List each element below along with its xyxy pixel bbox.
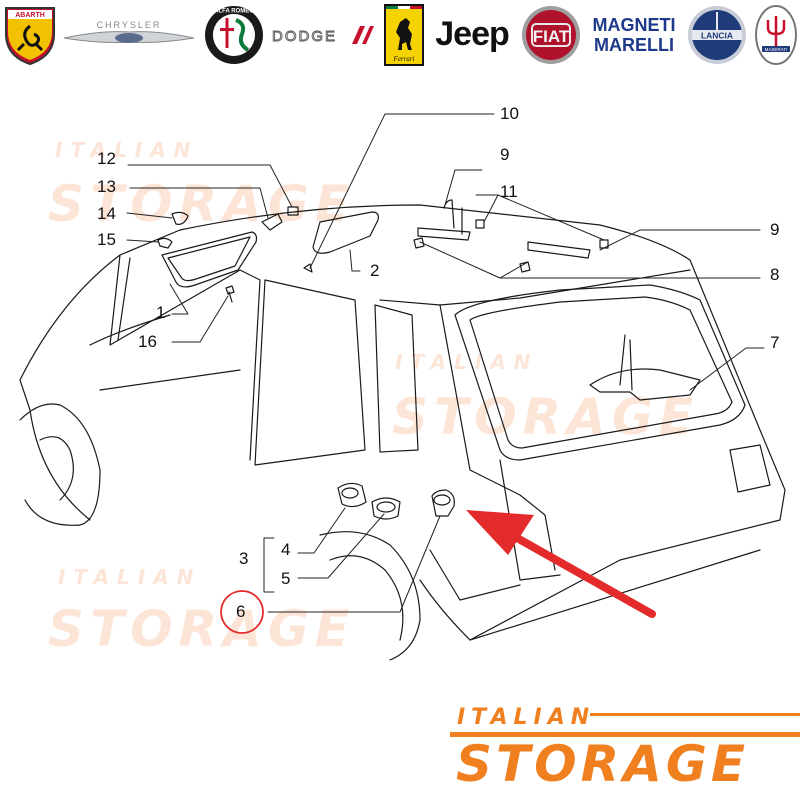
dodge-stripes-icon: DODGE [272,26,374,45]
jeep-logo: Jeep [430,10,514,58]
parcel-shelf-7 [589,334,701,401]
svg-text:FIAT: FIAT [533,27,570,46]
brand-logo-bar: ABARTH CHRYSLER ALFA ROMEO DODGE [0,0,800,70]
callout-15: 15 [97,230,116,249]
callout-13: 13 [97,177,116,196]
lamp-lens-5 [371,497,401,520]
clip-15 [157,237,173,249]
footer-logo-line2: STORAGE [456,735,750,793]
grab-handle-front [417,199,485,241]
callout-3: 3 [239,549,249,568]
magneti-marelli-logo: MAGNETI MARELLI [588,12,680,58]
svg-text:CHRYSLER: CHRYSLER [97,20,162,30]
footer-bar-top [590,713,800,716]
sun-visor-left [161,231,258,288]
screw-16 [225,285,235,303]
footer-logo-line1: ITALIAN [457,705,596,730]
callout-2: 2 [370,261,380,280]
ferrari-logo: Ferrari [384,4,424,66]
leader-lines [126,113,765,613]
red-arrow-icon [466,510,656,618]
callout-8: 8 [770,265,780,284]
watermark-bottom-line1: ITALIAN [58,565,202,589]
callout-10: 10 [500,104,519,123]
callout-11: 11 [500,182,518,201]
watermark-mid-line1: ITALIAN [395,350,539,374]
svg-text:MASERATI: MASERATI [765,47,788,52]
clip-10 [303,263,313,273]
abarth-logo: ABARTH [2,4,58,66]
callout-9-top: 9 [500,145,510,164]
maserati-logo: MASERATI [754,4,798,66]
footer-bar-middle [450,732,800,737]
fiat-badge-icon: FIAT [522,6,580,64]
callout-9-right: 9 [770,220,780,239]
magneti-marelli-wordmark-icon: MAGNETI [592,15,676,35]
chrysler-wings-icon: CHRYSLER [63,20,195,43]
alfa-romeo-logo: ALFA ROMEO [203,4,265,66]
callout-5: 5 [281,569,291,588]
ferrari-horse-icon: Ferrari [384,4,424,66]
watermark-mid-line2: STORAGE [392,388,700,446]
dodge-logo: DODGE [270,22,374,48]
lancia-logo: LANCIA [686,4,748,66]
grab-handle-rear [413,237,609,273]
magneti-marelli-wordmark-line2: MARELLI [594,35,674,55]
sun-visor-right [312,211,379,254]
abarth-scorpion-icon: ABARTH [5,7,55,66]
callout-7: 7 [770,333,780,352]
car-body-outline [19,204,786,661]
callout-12: 12 [97,149,116,168]
callout-6: 6 [236,602,246,621]
maserati-trident-icon: MASERATI [755,5,797,65]
fiat-logo: FIAT [520,4,582,66]
alfa-romeo-badge-icon: ALFA ROMEO [205,6,263,64]
callout-16: 16 [138,332,157,351]
jeep-wordmark-icon: Jeep [435,14,509,53]
visor-hook-12 [287,206,299,216]
svg-text:Ferrari: Ferrari [393,55,415,63]
italian-storage-logo: ITALIAN STORAGE [440,695,800,800]
svg-text:ALFA ROMEO: ALFA ROMEO [214,9,254,15]
lamp-housing-4 [337,482,367,508]
clip-14 [171,211,189,225]
watermark-top-line1: ITALIAN [55,138,199,162]
callout-1: 1 [156,303,166,322]
svg-text:ABARTH: ABARTH [15,12,45,19]
svg-text:LANCIA: LANCIA [701,31,733,41]
callout-4: 4 [281,540,291,559]
chrysler-logo: CHRYSLER [62,18,196,52]
highlight-circle [220,590,264,634]
svg-text:DODGE: DODGE [272,28,337,45]
lancia-badge-icon: LANCIA [688,6,746,64]
lamp-bulb-6 [431,489,455,517]
watermark-top-line2: STORAGE [48,175,356,233]
watermark-bottom-line2: STORAGE [48,600,356,658]
callout-14: 14 [97,204,116,223]
visor-hinge-13 [261,213,283,231]
